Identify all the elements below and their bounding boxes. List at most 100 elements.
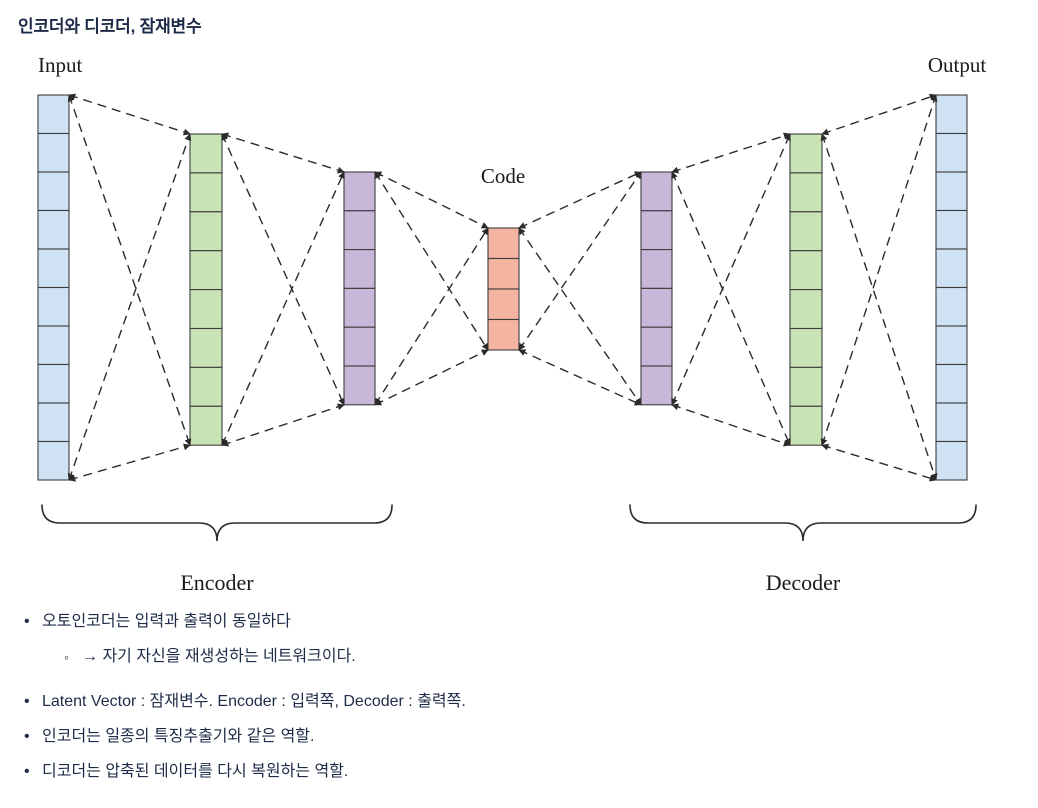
- layer-cell: [37, 248, 70, 289]
- page-title: 인코더와 디코더, 잠재변수: [18, 17, 202, 36]
- layer-cell: [343, 365, 376, 406]
- layer-cell: [935, 286, 968, 327]
- layer-cell: [189, 405, 223, 446]
- layer-cell: [935, 402, 968, 443]
- layer-cell: [789, 405, 823, 446]
- layer-cell: [37, 171, 70, 212]
- layer-cell: [189, 133, 223, 174]
- layer-dec-hidden-1: [789, 133, 823, 446]
- layer-cell: [189, 289, 223, 330]
- connection-line: [671, 132, 791, 174]
- connection-line: [374, 227, 489, 406]
- layer-cell: [37, 132, 70, 173]
- layer-cell: [189, 327, 223, 368]
- bullet-item: • 인코더는 일종의 특징추출기와 같은 역할.: [0, 725, 1038, 749]
- connection-line: [821, 93, 937, 136]
- layer-cell: [640, 210, 673, 251]
- bullet-marker: •: [24, 693, 30, 710]
- layer-cell: [189, 211, 223, 252]
- decoder-brace: [629, 504, 977, 542]
- bullet-text: 디코더는 압축된 데이터를 다시 복원하는 역할.: [42, 763, 349, 780]
- connection-line: [374, 349, 489, 406]
- layer-cell: [37, 363, 70, 404]
- connection-line: [820, 133, 938, 481]
- bullet-text: → 자기 자신을 재생성하는 네트워크이다.: [82, 648, 356, 665]
- layer-cell: [789, 289, 823, 330]
- connection-line: [671, 403, 791, 447]
- layer-cell: [789, 172, 823, 213]
- layer-cell: [343, 249, 376, 289]
- encoder-brace: [41, 504, 393, 542]
- connection-line: [67, 94, 192, 446]
- connection-line: [671, 133, 791, 406]
- connection-line: [518, 227, 642, 406]
- decoder-label: Decoder: [766, 570, 841, 595]
- layer-output: [935, 94, 968, 481]
- bullet-text: 오토인코더는 입력과 출력이 동일하다: [42, 613, 291, 630]
- layer-cell: [640, 171, 673, 212]
- code-label: Code: [481, 164, 525, 188]
- bullet-item: • 오토인코더는 입력과 출력이 동일하다: [0, 610, 1038, 634]
- layer-cell: [789, 250, 823, 291]
- layer-cell: [487, 257, 520, 290]
- layer-cell: [487, 288, 520, 321]
- bullet-text: 인코더는 일종의 특징추출기와 같은 역할.: [42, 728, 315, 745]
- input-label: Input: [38, 53, 82, 77]
- layer-code: [487, 227, 520, 351]
- layer-cell: [343, 210, 376, 251]
- layer-cell: [640, 249, 673, 289]
- connection-line: [518, 171, 642, 351]
- layer-cell: [789, 327, 823, 368]
- layer-cell: [37, 402, 70, 443]
- bullet-item: ◦ → 자기 자신을 재생성하는 네트워크이다.: [0, 645, 1038, 669]
- bullet-marker: •: [24, 763, 30, 780]
- output-label: Output: [928, 53, 987, 77]
- connection-line: [221, 403, 345, 447]
- bullet-marker: ◦: [64, 649, 69, 665]
- layer-cell: [789, 366, 823, 407]
- connection-line: [67, 133, 192, 481]
- connection-line: [68, 93, 191, 136]
- layer-cell: [935, 171, 968, 212]
- bullet-marker: •: [24, 613, 30, 630]
- layer-cell: [789, 133, 823, 174]
- layer-cell: [343, 287, 376, 328]
- connection-line: [221, 133, 345, 406]
- connection-line: [518, 171, 642, 229]
- layer-cell: [37, 209, 70, 250]
- layer-cell: [343, 326, 376, 367]
- connection-line: [671, 171, 791, 446]
- layer-cell: [640, 287, 673, 328]
- layer-cell: [640, 326, 673, 367]
- layer-cell: [935, 132, 968, 173]
- layer-cell: [189, 172, 223, 213]
- layer-input: [37, 94, 70, 481]
- layer-cell: [935, 325, 968, 366]
- bullet-text: Latent Vector : 잠재변수. Encoder : 입력쪽, Dec…: [42, 693, 466, 710]
- connection-line: [374, 171, 489, 351]
- connection-line: [518, 349, 642, 406]
- layer-cell: [935, 363, 968, 404]
- layer-cell: [189, 250, 223, 291]
- layer-cell: [37, 286, 70, 327]
- bullet-marker: •: [24, 728, 30, 745]
- layer-cell: [789, 211, 823, 252]
- layer-cell: [343, 171, 376, 212]
- bullet-item: • 디코더는 압축된 데이터를 다시 복원하는 역할.: [0, 760, 1038, 784]
- layer-cell: [37, 440, 70, 481]
- connection-line: [820, 94, 938, 446]
- layer-cell: [487, 318, 520, 351]
- connection-line: [821, 443, 937, 482]
- layer-cell: [189, 366, 223, 407]
- layer-cell: [487, 227, 520, 260]
- bullet-list: • 오토인코더는 입력과 출력이 동일하다 ◦ → 자기 자신을 재생성하는 네트워크…: [0, 610, 1038, 795]
- layer-enc-hidden-1: [189, 133, 223, 446]
- layer-cell: [37, 94, 70, 135]
- layer-cell: [935, 248, 968, 289]
- bullet-item: • Latent Vector : 잠재변수. Encoder : 입력쪽, De…: [0, 690, 1038, 714]
- encoder-label: Encoder: [180, 570, 254, 595]
- connection-line: [221, 132, 345, 174]
- layer-cell: [935, 209, 968, 250]
